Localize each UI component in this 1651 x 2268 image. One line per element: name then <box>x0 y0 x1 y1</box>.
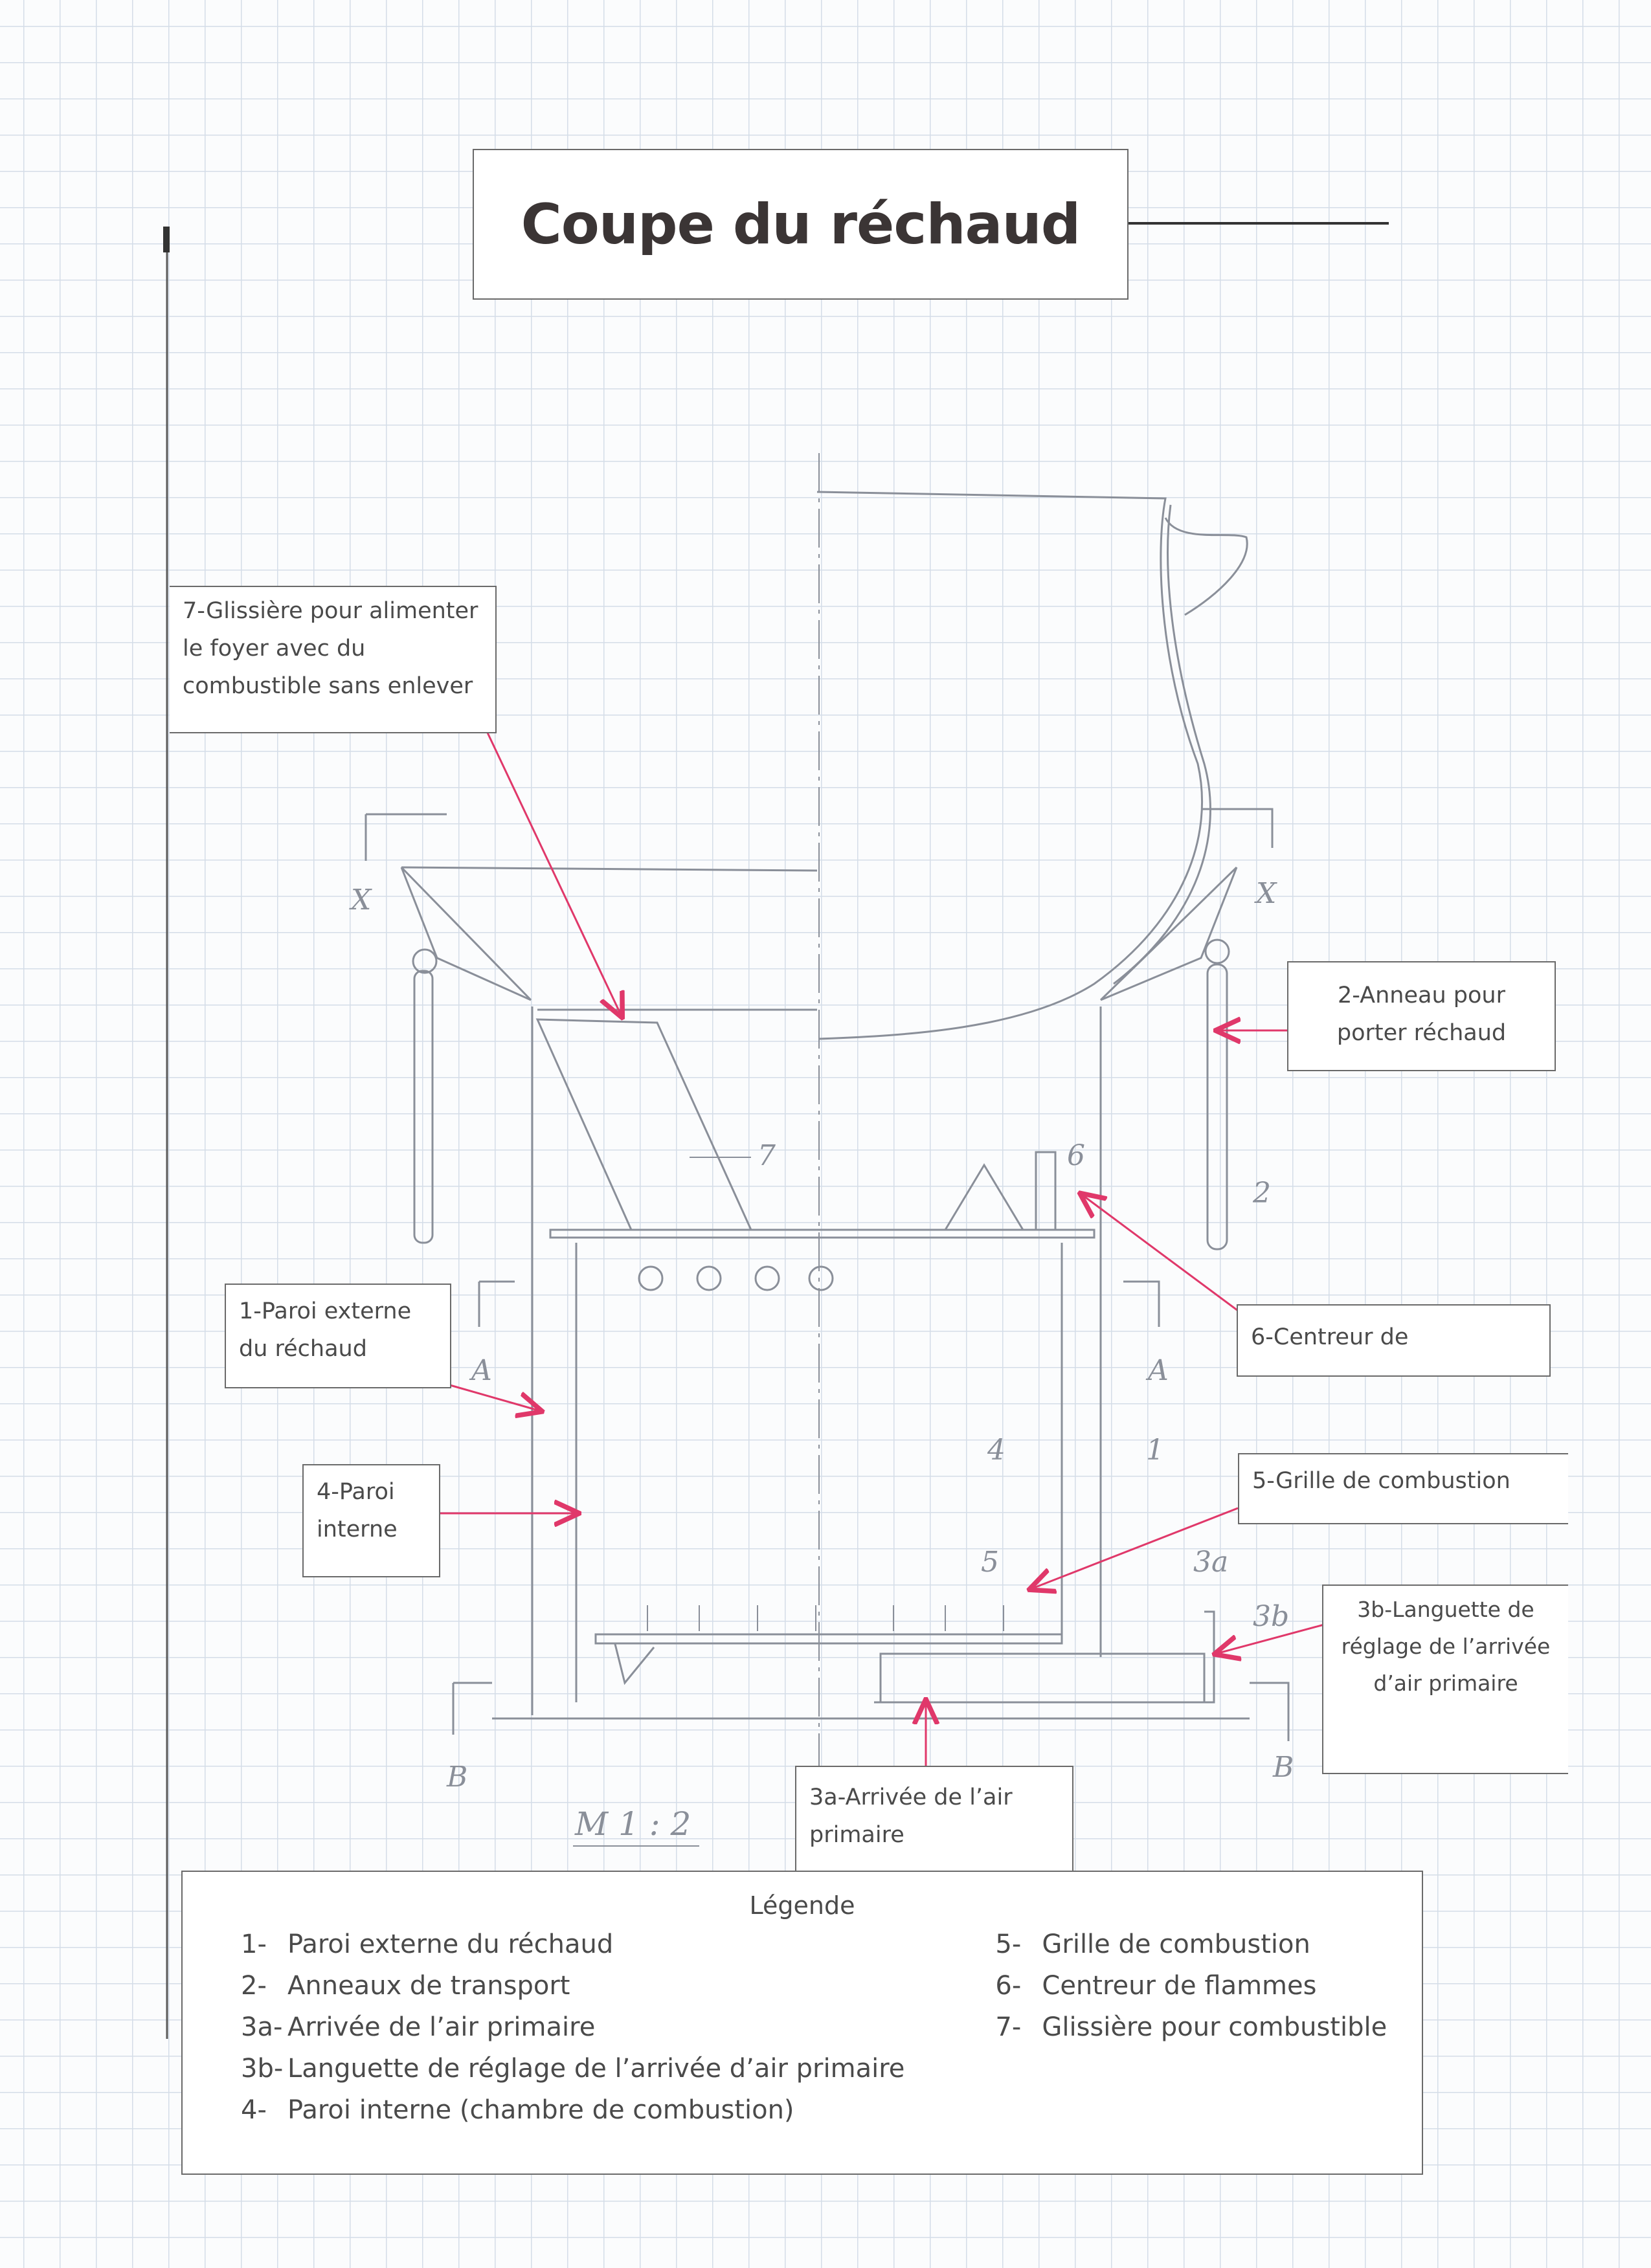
top-plate <box>549 1228 1095 1239</box>
flow-arrow <box>647 1605 1004 1631</box>
callout-6-text: 6-Centreur de <box>1251 1324 1409 1350</box>
legend-item-text: Glissière pour combustible <box>1042 2012 1387 2042</box>
air-inlet-box <box>879 1652 1206 1704</box>
grate-support <box>614 1643 655 1685</box>
left-ring-rod <box>413 970 434 1244</box>
legend-item: 6- Centreur de flammes <box>995 1965 1387 2007</box>
arrow-5 <box>1031 1507 1239 1589</box>
page-title: Coupe du réchaud <box>521 192 1081 257</box>
legend-item-number: 3a- <box>241 2012 283 2042</box>
centreur-block <box>1035 1151 1057 1231</box>
mark-x-right: X <box>1254 877 1277 910</box>
legend-column-right: 5- Grille de combustion 6- Centreur de fla… <box>995 1924 1387 2131</box>
top-rim <box>401 866 818 872</box>
fuel-slide <box>535 1018 753 1231</box>
mark-x-left: X <box>349 884 372 917</box>
legend: Légende 1- Paroi externe du réchaud 2- Ann… <box>181 1871 1423 2175</box>
title-box: Coupe du réchaud <box>473 149 1129 300</box>
legend-item-text: Arrivée de l’air primaire <box>287 2012 596 2042</box>
legend-item-text: Languette de réglage de l’arrivée d’air … <box>287 2054 905 2084</box>
mark-4: 4 <box>987 1434 1005 1467</box>
air-hole <box>696 1265 722 1291</box>
mark-2: 2 <box>1252 1177 1271 1210</box>
legend-item-text: Centreur de flammes <box>1042 1971 1317 2001</box>
callout-1-text: 1-Paroi externe du réchaud <box>239 1298 412 1362</box>
callout-5-grate: 5-Grille de combustion <box>1238 1453 1568 1524</box>
callout-7-fuel-slide: 7-Glissière pour alimenter le foyer avec… <box>170 586 497 733</box>
mark-b-right: B <box>1272 1751 1294 1784</box>
section-x-left <box>365 813 447 861</box>
legend-title: Légende <box>749 1891 855 1920</box>
callout-4-text: 4-Paroi interne <box>317 1479 398 1542</box>
arrow-6 <box>1081 1194 1239 1312</box>
section-b-left <box>452 1682 492 1735</box>
legend-item-number: 3b- <box>241 2054 284 2084</box>
section-a-right <box>1123 1280 1160 1327</box>
mark-b-left: B <box>446 1761 467 1794</box>
callout-3b-text: 3b-Languette de réglage de l’arrivée d’a… <box>1341 1597 1551 1696</box>
legend-item-text: Paroi interne (chambre de combustion) <box>287 2095 794 2125</box>
arrow-1 <box>449 1384 541 1411</box>
legend-item-text: Anneaux de transport <box>287 1971 570 2001</box>
legend-item: 3a-Arrivée de l’air primaire <box>241 2007 904 2048</box>
scale-label: M 1 : 2 <box>574 1805 691 1843</box>
right-ring-rod <box>1206 963 1228 1251</box>
callout-3a-air-inlet: 3a-Arrivée de l’air primaire <box>795 1766 1073 1877</box>
mark-6: 6 <box>1067 1139 1085 1172</box>
mark-a-left: A <box>469 1354 492 1387</box>
legend-item-number: 4- <box>241 2095 267 2125</box>
combustion-grate <box>594 1633 1063 1645</box>
section-a-left <box>478 1280 515 1327</box>
left-bracket <box>400 866 532 1001</box>
air-hole <box>808 1265 834 1291</box>
legend-item-number: 2- <box>241 1971 267 2001</box>
legend-item-text: Grille de combustion <box>1042 1929 1310 1959</box>
section-b-right <box>1250 1682 1290 1741</box>
right-bracket <box>1099 866 1238 1001</box>
legend-column-left: 1- Paroi externe du réchaud 2- Anneaux de … <box>241 1924 904 2131</box>
legend-item: 7- Glissière pour combustible <box>995 2007 1387 2048</box>
arrow-7 <box>486 731 622 1016</box>
legend-item-number: 6- <box>995 1971 1022 2001</box>
callout-2-ring: 2-Anneau pour porter réchaud <box>1287 961 1556 1071</box>
legend-item: 4- Paroi interne (chambre de combustion) <box>241 2089 904 2131</box>
callout-3b-tongue: 3b-Languette de réglage de l’arrivée d’a… <box>1322 1584 1568 1774</box>
callout-4-inner-wall: 4-Paroi interne <box>302 1464 440 1577</box>
pot-inner-wall <box>1113 504 1211 985</box>
pot-outline <box>816 491 1203 1040</box>
callout-3a-text: 3a-Arrivée de l’air primaire <box>809 1784 1013 1848</box>
mark-7: 7 <box>758 1139 776 1172</box>
flame-centreur <box>944 1163 1024 1230</box>
air-hole <box>638 1265 664 1291</box>
adjust-tongue <box>874 1610 1215 1704</box>
callout-5-text: 5-Grille de combustion <box>1252 1468 1511 1494</box>
legend-item: 3b-Languette de réglage de l’arrivée d’a… <box>241 2048 904 2089</box>
mark-3a: 3a <box>1193 1546 1228 1579</box>
callout-7-text: 7-Glissière pour alimenter le foyer avec… <box>183 598 478 699</box>
left-ring <box>412 948 438 974</box>
arrow-3b <box>1216 1623 1325 1654</box>
legend-item-number: 1- <box>241 1929 267 1959</box>
section-x-right <box>1201 808 1274 848</box>
legend-item-number: 7- <box>995 2012 1022 2042</box>
mark-a-right: A <box>1145 1354 1169 1387</box>
mark-1: 1 <box>1146 1434 1164 1467</box>
legend-item: 1- Paroi externe du réchaud <box>241 1924 904 1965</box>
legend-item-text: Paroi externe du réchaud <box>287 1929 614 1959</box>
air-hole <box>754 1265 780 1291</box>
mark-5: 5 <box>981 1546 999 1579</box>
callout-6-centreur: 6-Centreur de <box>1237 1304 1551 1377</box>
margin-mark <box>163 227 170 252</box>
right-ring <box>1204 939 1230 964</box>
pencil-drawing <box>365 453 1290 1864</box>
legend-item: 5- Grille de combustion <box>995 1924 1387 1965</box>
pot-handle <box>1164 517 1248 616</box>
mark-3b: 3b <box>1253 1600 1289 1633</box>
legend-item-number: 5- <box>995 1929 1022 1959</box>
callout-2-text: 2-Anneau pour porter réchaud <box>1336 983 1507 1046</box>
legend-item: 2- Anneaux de transport <box>241 1965 904 2007</box>
callout-1-outer-wall: 1-Paroi externe du réchaud <box>225 1284 451 1388</box>
